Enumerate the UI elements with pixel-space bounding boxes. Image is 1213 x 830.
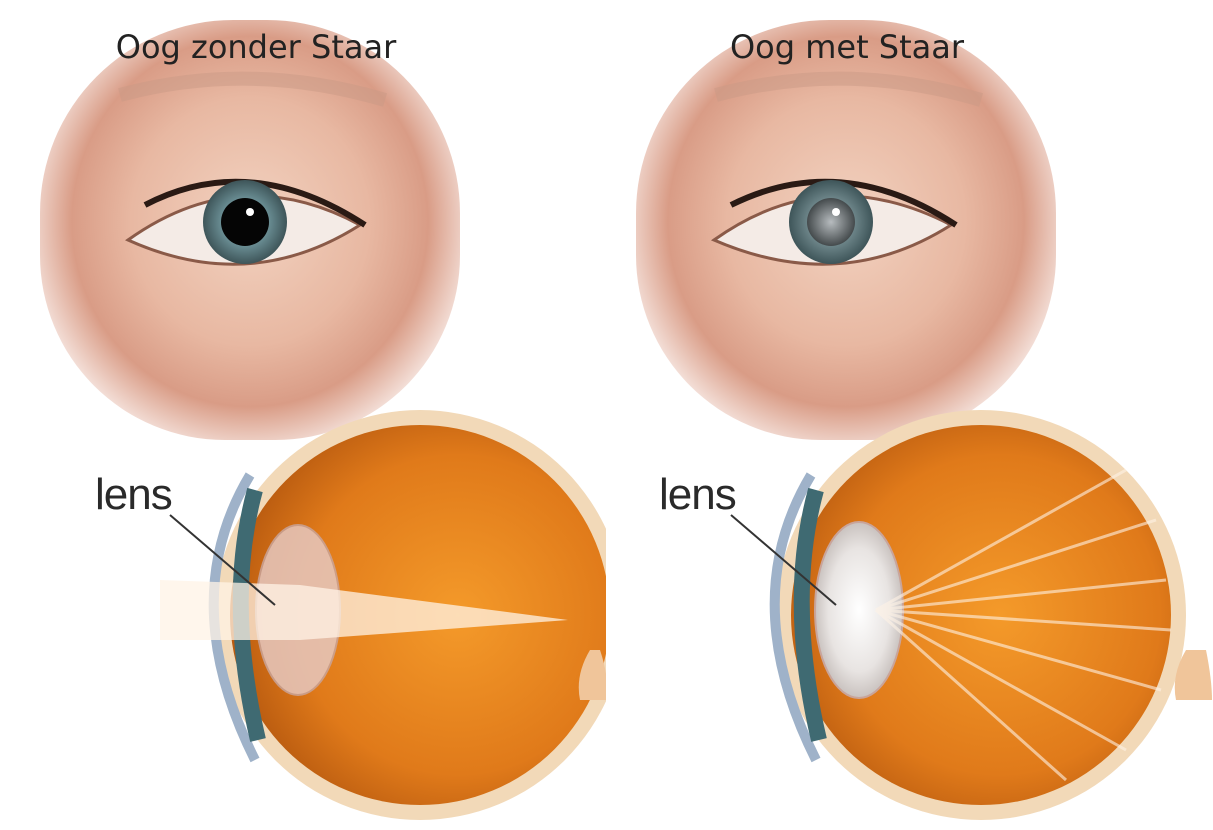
eye-illustration-healthy <box>0 0 606 830</box>
lens-label-healthy: lens <box>95 470 172 520</box>
pupil-highlight <box>832 208 840 216</box>
panel-eye-with-cataract: Oog met Staar <box>606 0 1212 830</box>
pupil-clear <box>221 198 269 246</box>
panel-eye-without-cataract: Oog zonder Staar <box>0 0 606 830</box>
eyebrow <box>716 79 981 100</box>
pupil-highlight <box>246 208 254 216</box>
pupil-cloudy <box>807 198 855 246</box>
lens-label-cataract: lens <box>659 470 736 520</box>
eye-illustration-cataract <box>606 0 1212 830</box>
eyebrow <box>120 79 385 100</box>
